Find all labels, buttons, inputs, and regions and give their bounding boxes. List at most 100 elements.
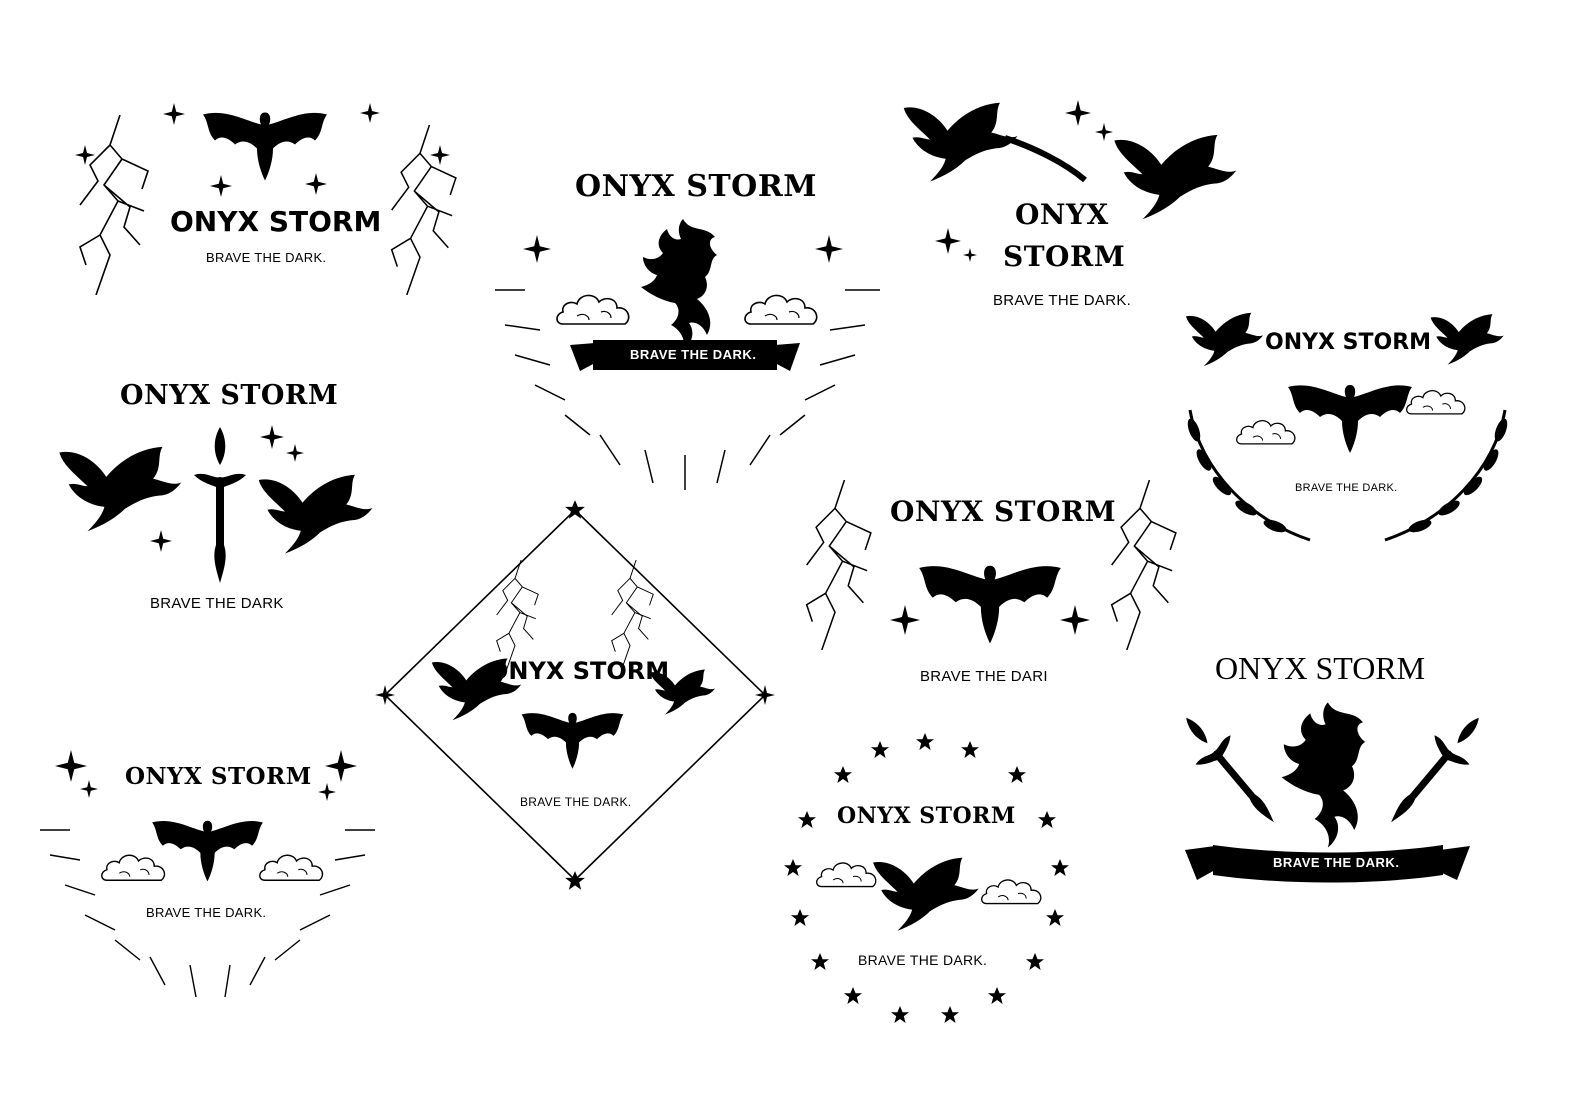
design-sunburst-bottom: ONYX STORM BRAVE THE DARK. (40, 745, 380, 1005)
star-icon (1051, 859, 1069, 876)
sparkle-icon (80, 780, 98, 798)
design-title-line1: ONYX (1015, 198, 1109, 231)
design-lightning-center: ONYX STORM BRAVE THE DARI (780, 480, 1200, 690)
sparkle-icon (963, 248, 977, 262)
design-tagline: BRAVE THE DARK. (146, 905, 267, 920)
dragon-icon (59, 446, 182, 532)
design-9-art (784, 733, 1069, 1023)
design-tagline: BRAVE THE DARI (920, 668, 1048, 685)
design-title: ONYX STORM (170, 205, 382, 238)
sparkle-icon (1095, 123, 1113, 141)
dagger-icon (1168, 703, 1292, 837)
design-dragon-daggers: ONYX STORM BRAVE THE DARK. (1168, 650, 1497, 910)
star-icon (811, 953, 829, 970)
dagger-icon (1373, 703, 1497, 837)
design-3-art (903, 100, 1237, 262)
design-lightning-top-left: ONYX STORM BRAVE THE DARK. (60, 95, 480, 305)
dragon-icon (873, 857, 979, 931)
cloud-icon (1405, 389, 1466, 415)
sparkle-icon (1060, 605, 1090, 635)
ribbon-banner (593, 340, 777, 370)
cloud-icon (101, 854, 166, 881)
dragon-icon (521, 712, 624, 769)
sparkle-icon (55, 750, 87, 782)
design-tagline: BRAVE THE DARK. (206, 250, 327, 265)
star-icon (791, 909, 809, 926)
design-title: ONYX STORM (1215, 650, 1426, 686)
design-5-art (59, 425, 373, 583)
design-sunburst-ribbon: ONYX STORM BRAVE THE DARK. (485, 165, 885, 495)
dragon-fire (1004, 135, 1087, 183)
design-title: ONYX STORM (890, 495, 1117, 528)
sunburst-rays (40, 829, 375, 998)
sparkle-icon (815, 235, 843, 263)
sunburst-rays (495, 289, 880, 490)
design-title-line2: STORM (1003, 240, 1126, 273)
lightning-icon (1110, 480, 1177, 650)
cloud-icon (744, 294, 818, 325)
sparkle-icon (286, 444, 304, 462)
dragon-icon (1185, 312, 1264, 367)
design-diamond: ONYX STORM BRAVE THE DARK. (375, 500, 775, 895)
star-icon (891, 1006, 909, 1023)
laurel-wreath (1187, 409, 1508, 542)
lightning-icon (79, 115, 149, 295)
dragon-icon (919, 565, 1061, 644)
lightning-icon (611, 560, 654, 670)
design-tagline: BRAVE THE DARK. (630, 347, 757, 362)
dragon-icon (203, 112, 327, 181)
sparkle-icon (305, 173, 327, 195)
sparkle-icon (325, 750, 357, 782)
dragon-head-icon (1281, 702, 1366, 848)
lightning-icon (805, 480, 872, 650)
sparkle-icon (1065, 100, 1091, 126)
star-icon (941, 1006, 959, 1023)
dragon-icon (1288, 385, 1412, 453)
dragon-icon (258, 474, 373, 554)
cloud-icon (1235, 419, 1296, 445)
design-laurel: ONYX STORM BRAVE THE DARK. (1180, 300, 1515, 550)
design-title: ONYX STORM (120, 380, 339, 411)
design-4-art (1185, 312, 1508, 542)
design-dagger-dragons: ONYX STORM BRAVE THE DARK (50, 380, 390, 620)
sparkle-icon (260, 425, 284, 449)
design-10-art (1168, 702, 1497, 883)
star-icon (961, 741, 979, 758)
star-icon (916, 733, 934, 750)
star-icon (1026, 953, 1044, 970)
diamond-frame (383, 508, 767, 882)
design-1-art (75, 103, 457, 295)
star-icon (844, 987, 862, 1004)
design-tagline: BRAVE THE DARK. (520, 795, 632, 809)
design-twin-dragons: ONYX STORM BRAVE THE DARK. (895, 68, 1255, 318)
dragon-icon (903, 102, 1018, 182)
cloud-icon (815, 862, 877, 888)
design-tagline: BRAVE THE DARK (150, 595, 284, 612)
sparkle-icon (163, 103, 185, 125)
ribbon-banner (1213, 845, 1443, 883)
design-tagline: BRAVE THE DARK. (858, 952, 988, 968)
star-icon (834, 766, 852, 783)
design-tagline: BRAVE THE DARK. (993, 292, 1132, 309)
sparkle-icon (890, 605, 920, 635)
dagger-icon (194, 427, 246, 583)
design-tagline: BRAVE THE DARK. (1273, 855, 1400, 870)
sparkle-icon (430, 145, 450, 165)
design-8-art (40, 750, 375, 998)
star-icon (1046, 909, 1064, 926)
design-title: ONYX STORM (575, 169, 817, 204)
dragon-head-icon (641, 219, 717, 351)
sparkle-icon (318, 783, 336, 801)
star-icon (784, 859, 802, 876)
star-icon (1008, 766, 1026, 783)
sparkle-icon (150, 530, 172, 552)
design-star-circle: ONYX STORM BRAVE THE DARK. (775, 730, 1075, 1030)
design-title: ONYX STORM (1265, 330, 1432, 355)
star-icon (1038, 811, 1056, 828)
sparkle-icon (360, 103, 380, 123)
star-icon (988, 987, 1006, 1004)
design-title: ONYX STORM (125, 763, 312, 790)
sparkle-icon (210, 175, 232, 197)
design-2-art (495, 219, 880, 490)
design-title: ONYX STORM (488, 657, 670, 685)
